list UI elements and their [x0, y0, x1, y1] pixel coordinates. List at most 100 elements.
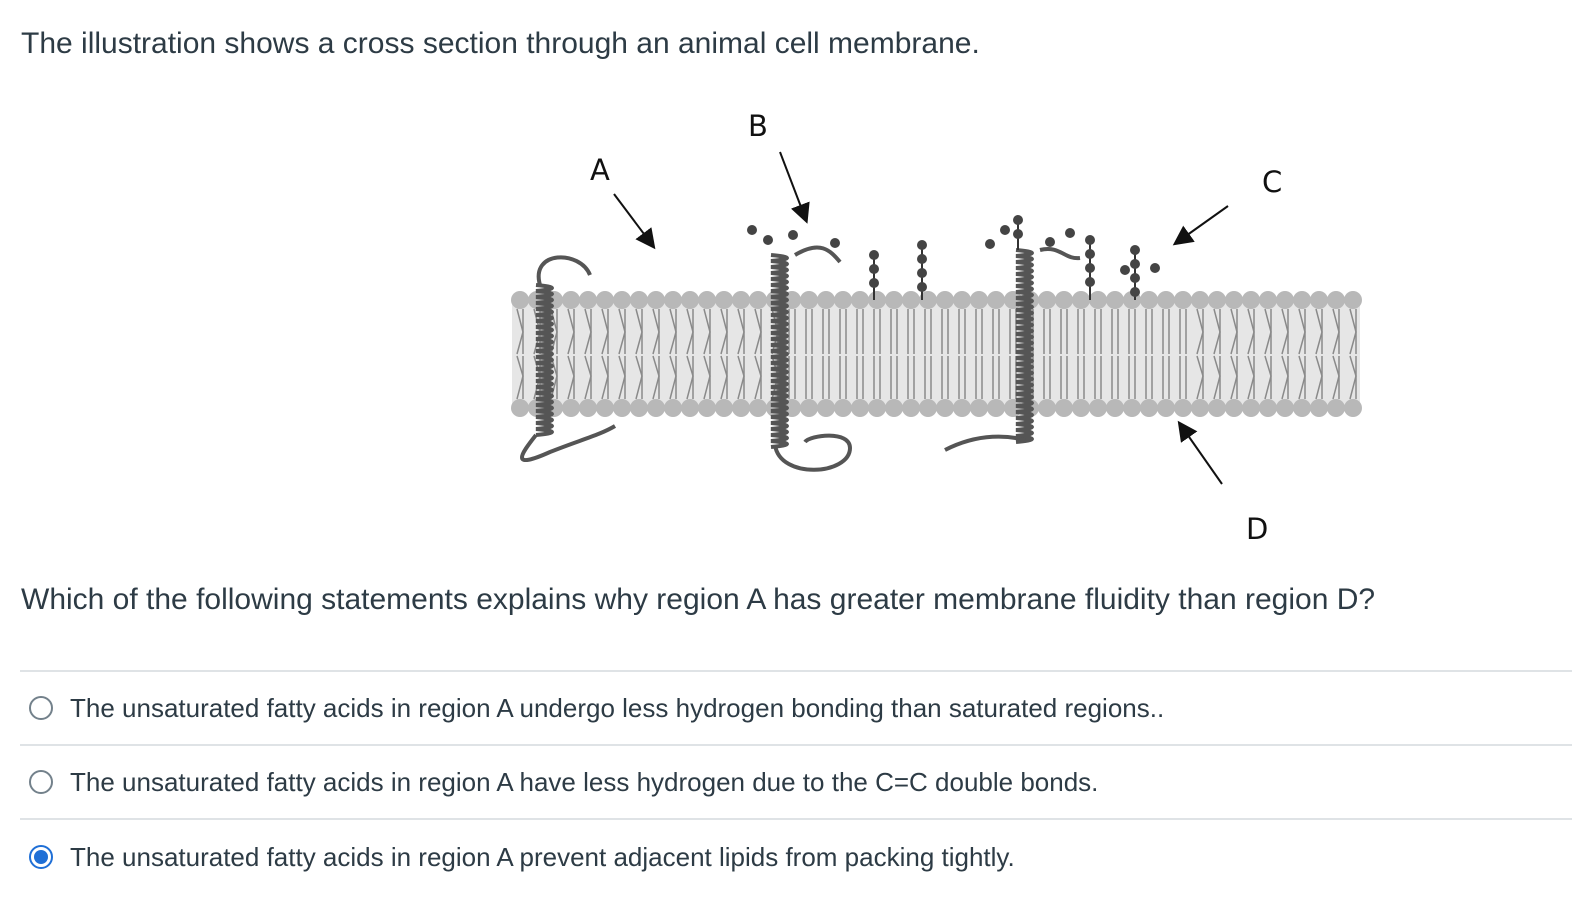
- lipid-head: [562, 291, 580, 309]
- lipid-head: [715, 291, 733, 309]
- lipid-head: [630, 399, 648, 417]
- question-intro-text: The illustration shows a cross section t…: [21, 27, 980, 60]
- answer-option-3[interactable]: The unsaturated fatty acids in region A …: [20, 820, 1572, 894]
- lipid-head: [800, 291, 818, 309]
- label-a: A: [590, 153, 610, 187]
- arrow-c: [1172, 205, 1229, 246]
- lipid-head: [1225, 291, 1243, 309]
- lipid-heads-bottom: [511, 399, 1362, 417]
- question-text: Which of the following statements explai…: [21, 583, 1376, 616]
- lipid-head: [919, 399, 937, 417]
- lipid-head: [987, 399, 1005, 417]
- lipid-head: [647, 291, 665, 309]
- lipid-head: [1259, 291, 1277, 309]
- lipid-head: [681, 291, 699, 309]
- lipid-head: [868, 399, 886, 417]
- lipid-head: [1293, 291, 1311, 309]
- lipid-head: [919, 291, 937, 309]
- arrow-d: [1177, 420, 1223, 485]
- lipid-head: [511, 399, 529, 417]
- lipid-head: [1259, 399, 1277, 417]
- bilayer-core: [512, 300, 1360, 410]
- lipid-head: [936, 399, 954, 417]
- lipid-head: [1344, 291, 1362, 309]
- lipid-head: [749, 291, 767, 309]
- lipid-head: [715, 399, 733, 417]
- lipid-head: [1123, 399, 1141, 417]
- lipid-head: [817, 399, 835, 417]
- lipid-head: [630, 291, 648, 309]
- lipid-head: [1310, 291, 1328, 309]
- lipid-head: [953, 291, 971, 309]
- answer-option-2[interactable]: The unsaturated fatty acids in region A …: [20, 746, 1572, 820]
- lipid-head: [834, 399, 852, 417]
- lipid-head: [936, 291, 954, 309]
- lipid-head: [800, 399, 818, 417]
- lipid-head: [817, 291, 835, 309]
- lipid-head: [1208, 291, 1226, 309]
- lipid-head: [1157, 291, 1175, 309]
- lipid-head: [868, 291, 886, 309]
- lipid-head: [1293, 399, 1311, 417]
- lipid-head: [579, 291, 597, 309]
- lipid-head: [613, 399, 631, 417]
- lipid-head: [851, 399, 869, 417]
- lipid-head: [1310, 399, 1328, 417]
- lipid-heads-top: [511, 291, 1362, 309]
- lipid-head: [1157, 399, 1175, 417]
- lipid-head: [1191, 399, 1209, 417]
- protein-helix: [770, 253, 789, 449]
- lipid-head: [885, 291, 903, 309]
- lipid-head: [1055, 291, 1073, 309]
- radio-button[interactable]: [29, 770, 53, 794]
- lipid-head: [1038, 399, 1056, 417]
- lipid-head: [851, 291, 869, 309]
- lipid-head: [953, 399, 971, 417]
- lipid-head: [596, 399, 614, 417]
- lipid-head: [902, 291, 920, 309]
- lipid-head: [987, 291, 1005, 309]
- lipid-head: [613, 291, 631, 309]
- answer-label: The unsaturated fatty acids in region A …: [70, 842, 1015, 872]
- lipid-head: [1208, 399, 1226, 417]
- lipid-head: [1089, 291, 1107, 309]
- membrane-diagram: A B C D: [511, 109, 1362, 546]
- lipid-head: [1072, 399, 1090, 417]
- lipid-head: [1089, 399, 1107, 417]
- lipid-head: [1106, 291, 1124, 309]
- lipid-head: [1276, 399, 1294, 417]
- lipid-head: [1055, 399, 1073, 417]
- answer-label: The unsaturated fatty acids in region A …: [70, 767, 1099, 797]
- lipid-head: [1140, 291, 1158, 309]
- lipid-head: [749, 399, 767, 417]
- lipid-head: [970, 291, 988, 309]
- lipid-head: [579, 399, 597, 417]
- lipid-head: [664, 399, 682, 417]
- lipid-head: [902, 399, 920, 417]
- arrow-a: [613, 193, 656, 250]
- transmembrane-proteins: [520, 245, 1081, 472]
- lipid-head: [698, 399, 716, 417]
- radio-button[interactable]: [29, 696, 53, 720]
- protein-helix: [535, 283, 554, 437]
- lipid-head: [1327, 399, 1345, 417]
- lipid-head: [562, 399, 580, 417]
- lipid-head: [1106, 399, 1124, 417]
- carbohydrate-chains: [747, 215, 1160, 300]
- lipid-head: [1344, 399, 1362, 417]
- label-c: C: [1262, 165, 1282, 199]
- lipid-head: [885, 399, 903, 417]
- lipid-head: [1174, 291, 1192, 309]
- lipid-head: [970, 399, 988, 417]
- lipid-head: [511, 291, 529, 309]
- lipid-head: [1225, 399, 1243, 417]
- answer-option-1[interactable]: The unsaturated fatty acids in region A …: [20, 672, 1572, 746]
- lipid-head: [1276, 291, 1294, 309]
- lipid-head: [1327, 291, 1345, 309]
- lipid-head: [732, 399, 750, 417]
- protein-helix: [1015, 248, 1034, 444]
- radio-button[interactable]: [29, 845, 53, 869]
- lipid-head: [732, 291, 750, 309]
- membrane-illustration: A B C D: [490, 100, 1390, 560]
